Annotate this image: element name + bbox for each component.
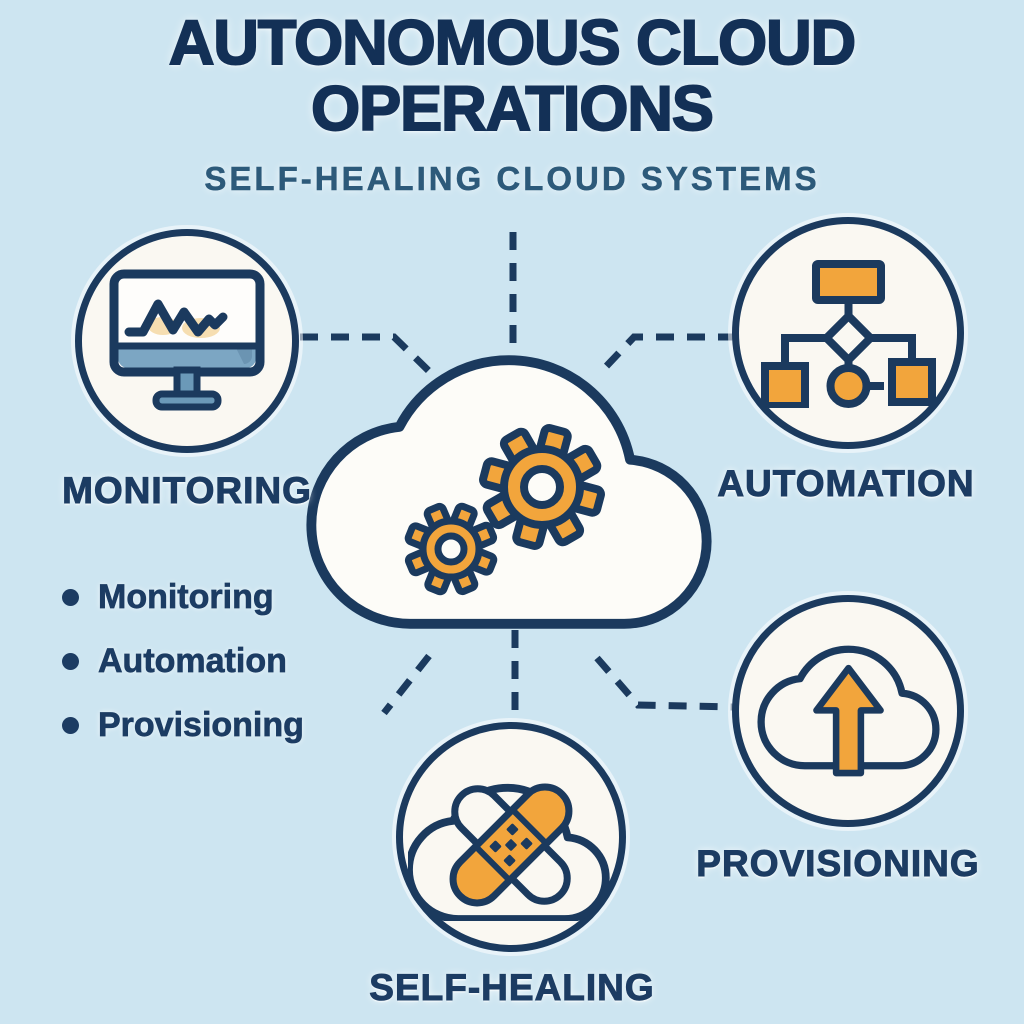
page-subtitle: SELF-HEALING CLOUD SYSTEMS [204,160,820,198]
bullet-dot [62,589,79,606]
label-provisioning: PROVISIONING [696,843,980,885]
node-automation [732,217,964,449]
cloud-bandage-icon [408,783,610,921]
flowchart-icon [760,260,936,408]
label-monitoring: MONITORING [62,470,312,512]
gear-small-icon [404,502,498,596]
node-self-healing [396,722,626,952]
list-item-label: Provisioning [98,706,305,745]
monitor-waveform-icon [109,269,265,411]
list-item: Provisioning [62,706,304,745]
list-item-label: Automation [98,642,288,681]
list-item: Automation [62,642,304,681]
bullet-dot [62,653,79,670]
label-self-healing: SELF-HEALING [369,967,655,1009]
node-monitoring [75,229,299,453]
node-provisioning [732,595,964,827]
list-item-label: Monitoring [98,578,274,617]
feature-bullet-list: Monitoring Automation Provisioning [62,578,304,770]
cloud-upload-arrow-icon [756,645,940,776]
header: AUTONOMOUS CLOUD OPERATIONS SELF-HEALING… [0,8,1024,198]
label-automation: AUTOMATION [717,463,975,505]
gear-large-icon [479,424,605,550]
bullet-dot [62,717,79,734]
page-title: AUTONOMOUS CLOUD OPERATIONS [168,8,857,144]
list-item: Monitoring [62,578,304,617]
